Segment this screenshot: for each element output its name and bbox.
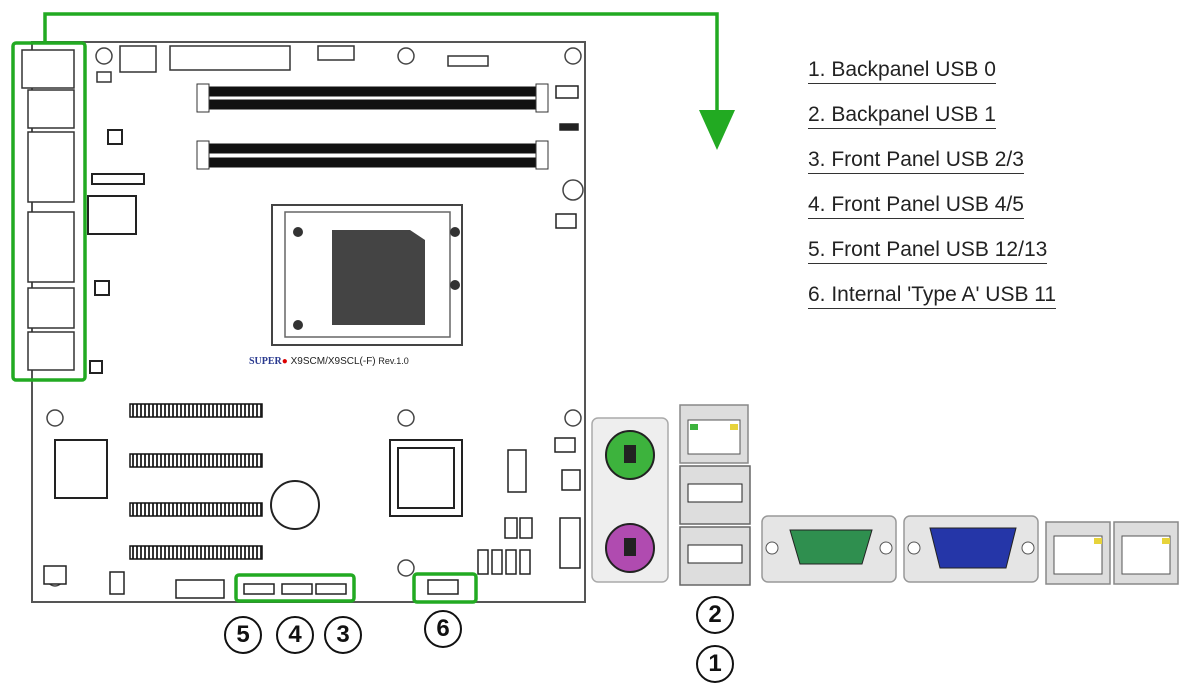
- highlight-arrow-line: [43, 12, 719, 112]
- top-connectors: [96, 45, 489, 83]
- highlight-front-usb: [234, 573, 356, 603]
- battery: [270, 480, 320, 530]
- legend-item: 3. Front Panel USB 2/3: [808, 148, 1056, 193]
- usb-legend: 1. Backpanel USB 0 2. Backpanel USB 1 3.…: [808, 58, 1057, 328]
- legend-item: 2. Backpanel USB 1: [808, 103, 1056, 148]
- revision-text: Rev.1.0: [378, 356, 409, 366]
- highlights: [11, 12, 719, 604]
- legend-item: 1. Backpanel USB 0: [808, 58, 1056, 103]
- legend-item: 6. Internal 'Type A' USB 11: [808, 283, 1057, 328]
- misc-chips: [54, 129, 463, 517]
- left-io-stack: [21, 49, 75, 371]
- highlight-left-io: [11, 41, 87, 382]
- brand-text: SUPER: [249, 356, 282, 367]
- highlight-internal-usb: [412, 572, 478, 604]
- callout-5: 5: [224, 616, 262, 654]
- board-label: SUPER● X9SCM/X9SCL(-F) Rev.1.0: [249, 356, 409, 367]
- callout-3: 3: [324, 616, 362, 654]
- pci-slots: [129, 403, 263, 560]
- legend-item: 4. Front Panel USB 4/5: [808, 193, 1056, 238]
- back-panel-io: [591, 404, 1179, 586]
- callout-6: 6: [424, 610, 462, 648]
- brand-dot-icon: ●: [281, 356, 288, 367]
- callout-2: 2: [696, 596, 734, 634]
- legend-item: 5. Front Panel USB 12/13: [808, 238, 1056, 283]
- callout-4: 4: [276, 616, 314, 654]
- model-text: X9SCM/X9SCL(-F): [290, 356, 376, 367]
- usb-headers-front: [243, 579, 459, 595]
- arrow-head: [699, 110, 735, 150]
- callout-1: 1: [696, 645, 734, 683]
- small-headers: [43, 85, 581, 599]
- cpu-socket: [271, 204, 463, 346]
